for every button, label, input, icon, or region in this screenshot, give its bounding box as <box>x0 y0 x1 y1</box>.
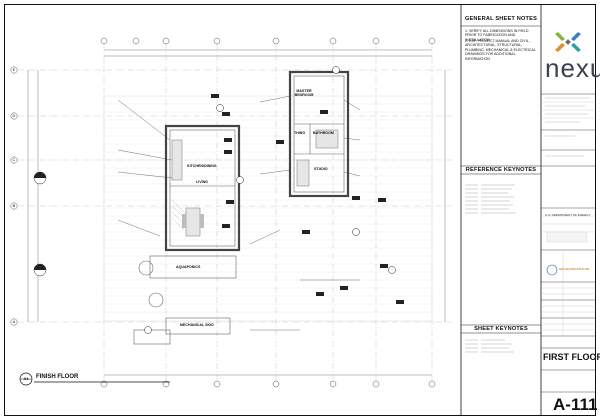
room-living: LIVING <box>196 180 208 184</box>
grid-row-e: E <box>12 67 16 72</box>
room-thing: THING <box>294 131 306 135</box>
plan-title: FIRST FLOOR PLAN <box>543 352 600 362</box>
room-aquaponics: AQUAPONICS <box>176 265 201 269</box>
sheet-keynotes-title: SHEET KEYNOTES <box>474 326 528 332</box>
sheet-number: A-111 <box>553 395 598 414</box>
room-kitchen-dining: KITCHEN/DINING <box>187 164 217 168</box>
solar-decathlon-text: SOLAR DECATHLON <box>559 267 589 271</box>
reference-keynotes-title: REFERENCE KEYNOTES <box>465 167 537 173</box>
grid-row-a: A <box>12 319 16 324</box>
room-master-bedroom: MASTER BEDROOM <box>294 89 314 97</box>
room-bathroom: BATHROOM <box>313 131 334 135</box>
room-studio: STUDIO <box>314 167 328 171</box>
view-title-finish-floor: FINISH FLOOR <box>36 374 79 380</box>
grid-row-b: B <box>12 203 16 208</box>
general-note-2: 2. REF. PROJECT MANUAL AND CIVIL, ARCHIT… <box>465 39 536 61</box>
grid-row-c: C <box>12 157 16 162</box>
grid-row-d: D <box>12 113 16 118</box>
room-mechanical-skid: MECHANICAL SKID <box>180 323 214 327</box>
general-notes-title: GENERAL SHEET NOTES <box>464 16 538 22</box>
nexus-logo-text: nexus <box>545 53 600 83</box>
doe-sponsor-text: U.S. DEPARTMENT OF ENERGY <box>545 213 591 217</box>
view-tag: A1 <box>23 376 29 381</box>
general-note-1: 1. VERIFY ALL DIMENSIONS IN FIELD PRIOR … <box>465 29 529 42</box>
